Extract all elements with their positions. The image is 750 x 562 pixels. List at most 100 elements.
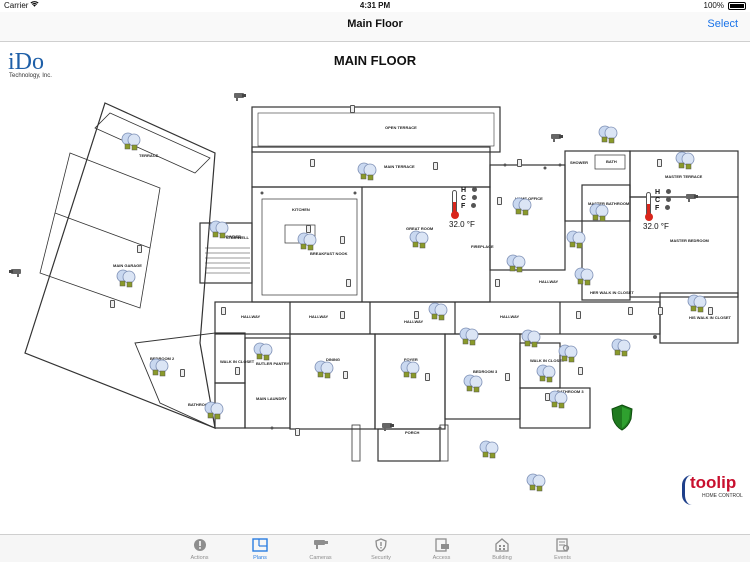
building-icon <box>472 538 533 554</box>
light-bulb-icon[interactable] <box>427 301 449 323</box>
light-switch-icon[interactable] <box>545 393 550 401</box>
light-switch-icon[interactable] <box>576 311 581 319</box>
light-bulb-icon[interactable] <box>511 196 533 218</box>
light-bulb-icon[interactable] <box>557 343 579 365</box>
light-switch-icon[interactable] <box>433 162 438 170</box>
light-bulb-icon[interactable] <box>674 150 696 172</box>
light-switch-icon[interactable] <box>221 307 226 315</box>
ido-logo-tagline: Technology, Inc. <box>9 73 52 79</box>
light-bulb-icon[interactable] <box>408 229 430 251</box>
light-switch-icon[interactable] <box>657 159 662 167</box>
security-camera-icon[interactable] <box>233 88 247 101</box>
light-bulb-icon[interactable] <box>535 363 557 385</box>
plan-title: MAIN FLOOR <box>333 53 417 68</box>
room-label-dining: DINING <box>326 357 340 362</box>
tab-label: Building <box>492 555 512 561</box>
light-bulb-icon[interactable] <box>520 328 542 350</box>
tab-plans[interactable]: Plans <box>230 535 291 562</box>
room-label-walk-in-closet-a: WALK IN CLOSET <box>220 359 255 364</box>
tab-security[interactable]: Security <box>351 535 412 562</box>
room-label-butler-pantry: BUTLER PANTRY <box>256 361 290 366</box>
tab-label: Access <box>432 555 451 561</box>
room-label-hallway-e: HALLWAY <box>539 279 559 284</box>
room-label-master-bathroom: MASTER BATHROOM <box>588 201 630 206</box>
light-switch-icon[interactable] <box>137 245 142 253</box>
tab-building[interactable]: Building <box>472 535 533 562</box>
security-camera-icon[interactable] <box>685 189 699 202</box>
light-bulb-icon[interactable] <box>115 268 137 290</box>
light-switch-icon[interactable] <box>495 279 500 287</box>
light-switch-icon[interactable] <box>180 369 185 377</box>
tab-actions[interactable]: Actions <box>169 535 230 562</box>
light-bulb-icon[interactable] <box>148 357 170 379</box>
light-switch-icon[interactable] <box>346 279 351 287</box>
room-label-kitchen: KITCHEN <box>292 207 310 212</box>
access-icon <box>411 538 472 554</box>
security-camera-icon[interactable] <box>550 129 564 142</box>
room-label-stairwell: STAIRWELL <box>226 235 249 240</box>
light-switch-icon[interactable] <box>497 197 502 205</box>
light-switch-icon[interactable] <box>414 311 419 319</box>
battery-percent: 100% <box>703 1 724 10</box>
light-bulb-icon[interactable] <box>505 253 527 275</box>
tab-label: Actions <box>190 555 209 561</box>
room-label-hallway-d: HALLWAY <box>500 314 520 319</box>
room-label-powder: POWDER <box>223 234 241 239</box>
ido-logo: iDo Technology, Inc. <box>8 50 52 79</box>
light-bulb-icon[interactable] <box>686 293 708 315</box>
room-label-bedroom-3: BEDROOM 3 <box>473 369 498 374</box>
security-shield-icon[interactable] <box>611 404 633 431</box>
light-switch-icon[interactable] <box>708 307 713 315</box>
thermostat-master[interactable]: H C F 32.0 °F <box>643 189 683 233</box>
light-switch-icon[interactable] <box>628 307 633 315</box>
light-switch-icon[interactable] <box>310 159 315 167</box>
light-switch-icon[interactable] <box>343 371 348 379</box>
room-label-walk-in-closet-b: WALK IN CLOSET <box>530 358 565 363</box>
light-bulb-icon[interactable] <box>588 202 610 224</box>
light-switch-icon[interactable] <box>517 159 522 167</box>
select-button[interactable]: Select <box>707 18 738 30</box>
light-switch-icon[interactable] <box>340 236 345 244</box>
plans-icon <box>230 538 291 554</box>
light-bulb-icon[interactable] <box>252 341 274 363</box>
light-switch-icon[interactable] <box>235 367 240 375</box>
carrier-label: Carrier <box>4 1 29 10</box>
light-bulb-icon[interactable] <box>208 219 230 241</box>
light-bulb-icon[interactable] <box>597 124 619 146</box>
thermostat-great-room[interactable]: H C F 32.0 °F <box>449 187 489 231</box>
tab-access[interactable]: Access <box>411 535 472 562</box>
light-bulb-icon[interactable] <box>356 161 378 183</box>
light-bulb-icon[interactable] <box>547 389 569 411</box>
light-bulb-icon[interactable] <box>610 337 632 359</box>
light-switch-icon[interactable] <box>425 373 430 381</box>
light-switch-icon[interactable] <box>340 311 345 319</box>
security-camera-icon[interactable] <box>381 418 395 431</box>
tab-events[interactable]: Events <box>532 535 593 562</box>
light-bulb-icon[interactable] <box>478 439 500 461</box>
light-switch-icon[interactable] <box>578 367 583 375</box>
events-icon <box>532 538 593 554</box>
light-switch-icon[interactable] <box>110 300 115 308</box>
light-bulb-icon[interactable] <box>203 400 225 422</box>
light-switch-icon[interactable] <box>350 105 355 113</box>
light-bulb-icon[interactable] <box>313 359 335 381</box>
thermostat-mode-heat: H <box>461 187 467 194</box>
light-bulb-icon[interactable] <box>458 326 480 348</box>
thermostat-mode-fan: F <box>655 205 660 212</box>
light-bulb-icon[interactable] <box>399 359 421 381</box>
light-bulb-icon[interactable] <box>296 231 318 253</box>
light-switch-icon[interactable] <box>505 373 510 381</box>
light-bulb-icon[interactable] <box>565 229 587 251</box>
light-switch-icon[interactable] <box>295 428 300 436</box>
thermostat-temp: 32.0 °F <box>643 222 669 231</box>
light-bulb-icon[interactable] <box>120 131 142 153</box>
light-switch-icon[interactable] <box>658 307 663 315</box>
light-bulb-icon[interactable] <box>462 373 484 395</box>
light-bulb-icon[interactable] <box>573 266 595 288</box>
light-switch-icon[interactable] <box>306 225 311 233</box>
floor-plan[interactable]: MAIN FLOOR iDo Technology, Inc. OPEN TER… <box>0 43 750 534</box>
security-camera-icon[interactable] <box>8 264 22 277</box>
room-label-hallway-c: HALLWAY <box>404 319 424 324</box>
light-bulb-icon[interactable] <box>525 472 547 494</box>
tab-cameras[interactable]: Cameras <box>290 535 351 562</box>
